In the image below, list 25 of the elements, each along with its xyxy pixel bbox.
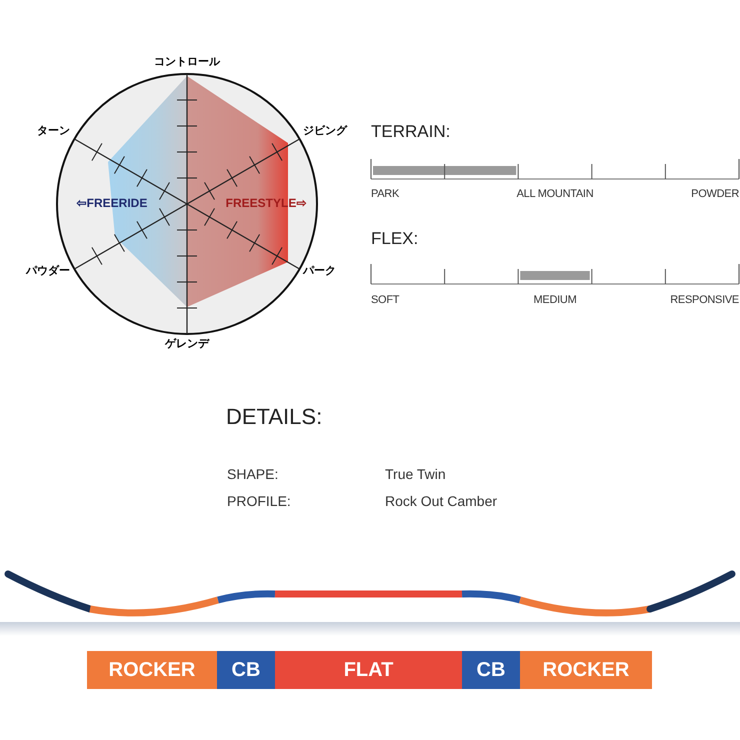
scale-label: MEDIUM [534,294,576,308]
axis-label: ジビング [303,125,347,139]
profile-segment: CB [217,651,275,689]
section-heading: TERRAIN: [371,121,450,142]
profile-segment: CB [462,651,520,689]
axis-label: ゲレンデ [165,338,209,352]
axis-label: パウダー [26,265,70,279]
axis-label: ターン [37,125,70,139]
spec-label: SHAPE: [227,466,278,484]
spec-value: Rock Out Camber [385,493,498,510]
spec-label: PROFILE: [227,493,291,510]
scale-label: ALL MOUNTAIN [516,188,594,202]
axis-label: パーク [303,265,336,279]
profile-segment: FLAT [275,651,462,689]
axis-label: コントロール [154,56,220,70]
profile-segment: ROCKER [520,651,652,689]
scale-label: SOFT [371,294,400,308]
profile-segment: ROCKER [87,651,217,689]
scale-label: POWDER [691,188,739,202]
scale-label: RESPONSIVE [670,294,739,308]
scale-label: PARK [371,188,400,202]
section-heading: FLEX: [371,228,418,250]
section-heading: DETAILS: [226,403,322,430]
spec-value: True Twin [385,466,446,484]
category-label: ⇦FREERIDE [76,196,148,211]
